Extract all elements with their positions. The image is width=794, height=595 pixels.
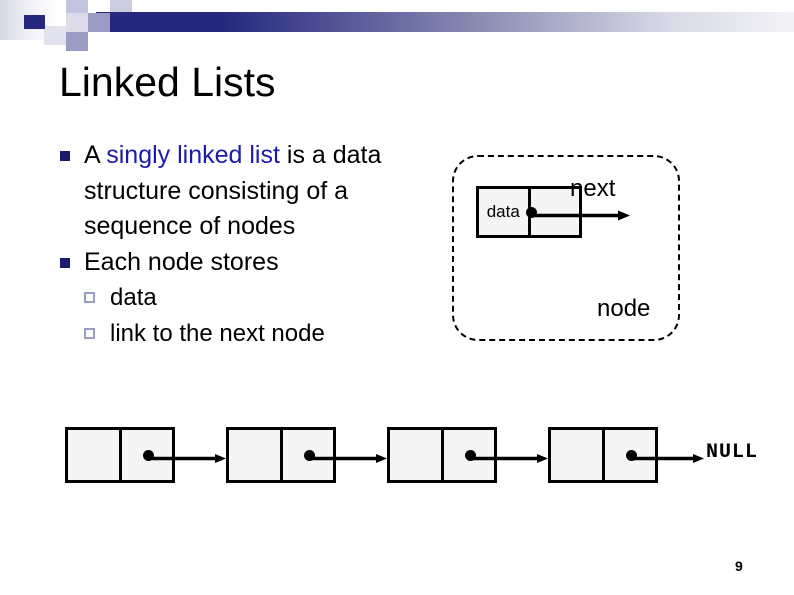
header-top-strip bbox=[132, 0, 794, 12]
filled-square-bullet-icon bbox=[60, 257, 70, 268]
header-square-lavender-bottom bbox=[66, 32, 88, 51]
list-item-sub: link to the next node bbox=[56, 316, 416, 352]
bullet-text-highlight: singly linked list bbox=[106, 141, 280, 169]
bullet-text-part-after: is a data structure consisting of a sequ… bbox=[84, 141, 382, 240]
chain-node-data-cell bbox=[551, 430, 605, 480]
chain-arrow-icon bbox=[632, 454, 704, 463]
pointer-dot-icon bbox=[626, 450, 637, 461]
header-square-lavender-top bbox=[66, 0, 88, 13]
hollow-square-bullet-icon bbox=[84, 327, 95, 339]
page-title: Linked Lists bbox=[59, 59, 276, 105]
list-item-sub: data bbox=[56, 280, 416, 316]
bullet-text: Each node stores bbox=[84, 247, 279, 276]
sub-bullet-text: data bbox=[110, 284, 157, 311]
list-item: A singly linked list is a data structure… bbox=[56, 138, 416, 245]
node-dashed-boundary bbox=[452, 155, 680, 341]
null-terminator-label: NULL bbox=[706, 441, 759, 464]
pointer-dot-icon bbox=[465, 450, 476, 461]
sub-bullet-text: link to the next node bbox=[110, 319, 325, 347]
chain-arrow-icon bbox=[149, 454, 226, 463]
chain-node bbox=[226, 427, 336, 483]
bullet-list: A singly linked list is a data structure… bbox=[56, 138, 416, 351]
chain-arrow-icon bbox=[310, 454, 387, 463]
pointer-dot-icon bbox=[526, 207, 537, 218]
chain-arrow-icon bbox=[471, 454, 548, 463]
chain-node-data-cell bbox=[68, 430, 122, 480]
node-data-cell: data bbox=[479, 189, 531, 235]
header-decoration bbox=[0, 0, 794, 51]
node-diagram: data next node bbox=[452, 155, 680, 341]
header-square-white bbox=[88, 0, 110, 13]
list-item: Each node stores bbox=[56, 245, 416, 281]
header-square-lavender-right bbox=[110, 0, 132, 13]
chain-node bbox=[387, 427, 497, 483]
chain-node-data-cell bbox=[390, 430, 444, 480]
next-arrow-icon bbox=[532, 210, 630, 221]
header-square-lavender-mid bbox=[88, 13, 110, 32]
hollow-square-bullet-icon bbox=[84, 292, 95, 303]
filled-square-bullet-icon bbox=[60, 151, 70, 161]
header-square-navy bbox=[24, 15, 45, 29]
page-number: 9 bbox=[735, 558, 743, 574]
node-label: node bbox=[597, 295, 651, 322]
pointer-dot-icon bbox=[143, 450, 154, 461]
pointer-dot-icon bbox=[304, 450, 315, 461]
chain-node-data-cell bbox=[229, 430, 283, 480]
header-square-lavender-midleft bbox=[66, 13, 88, 32]
header-gradient-bar bbox=[96, 12, 794, 32]
chain-node bbox=[548, 427, 658, 483]
header-square-lavender-lower bbox=[44, 26, 66, 45]
next-label: next bbox=[570, 175, 616, 202]
bullet-text-part-before: A bbox=[84, 141, 107, 169]
chain-node bbox=[65, 427, 175, 483]
linked-list-chain: NULL bbox=[0, 420, 794, 500]
